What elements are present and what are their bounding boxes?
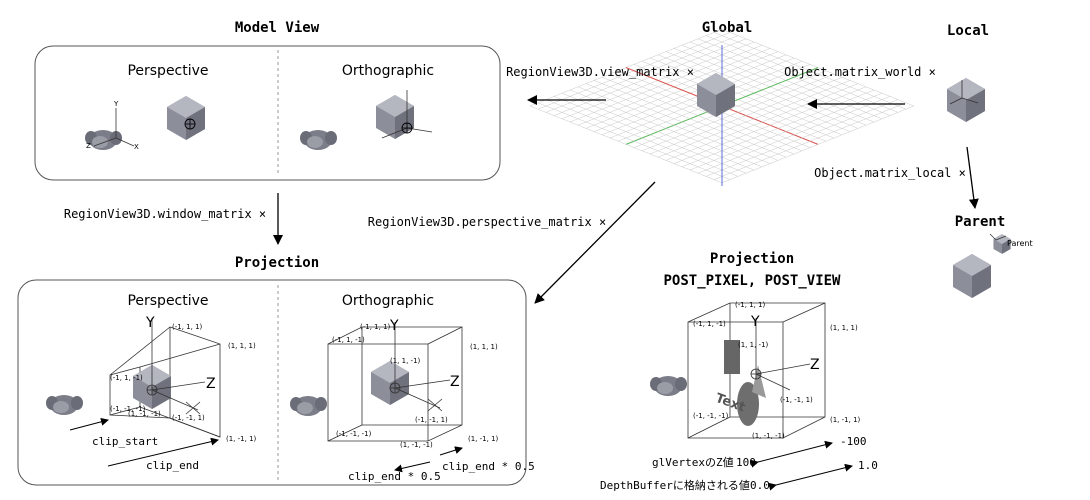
model-view-box	[34, 45, 501, 181]
depth-buffer-arrow	[768, 463, 853, 491]
axis-z-label: Z	[810, 357, 820, 373]
local-scene	[947, 78, 985, 122]
matrix-local-arrow	[966, 146, 979, 209]
clip-end-half-right-label: clip_end * 0.5	[442, 460, 535, 473]
coord-label: (-1, -1, -1)	[110, 405, 146, 413]
depth-buffer-left-value: 0.0	[750, 479, 770, 492]
clip-end-half-right-arrow	[439, 446, 463, 456]
monkey-model	[46, 395, 83, 415]
gl-vertex-z-right-value: -100	[840, 435, 867, 448]
axis-x-label: X	[134, 143, 139, 151]
clip-end-half-left-label: clip_end * 0.5	[348, 470, 441, 483]
post-projection-title-line1: Projection	[710, 251, 794, 267]
model-view-orthographic-label: Orthographic	[342, 63, 434, 79]
parent-title: Parent	[955, 214, 1006, 230]
axis-y-label: Y	[113, 100, 119, 108]
clip-end-half-left-arrow	[394, 461, 431, 473]
cube-model	[371, 361, 409, 405]
squashed-cube	[724, 340, 740, 374]
monkey-model	[650, 376, 687, 396]
grid-line	[529, 105, 723, 184]
coord-label: (-1, 1, 1)	[735, 301, 766, 309]
parent-cube	[953, 254, 991, 298]
coord-label: (1, 1, 1)	[228, 342, 256, 350]
global-grid	[529, 28, 915, 186]
perspective-axes	[146, 318, 206, 415]
depth-buffer-label: DepthBufferに格納される値	[600, 478, 750, 492]
model-view-title: Model View	[235, 20, 320, 36]
projection-orthographic-label: Orthographic	[342, 293, 434, 309]
coord-label: (1, 1, -1)	[390, 357, 421, 365]
grid-line	[697, 96, 891, 174]
view-matrix-label: RegionView3D.view_matrix ×	[506, 65, 694, 79]
coord-label: (1, -1, -1)	[128, 410, 161, 418]
post-axes	[750, 318, 811, 391]
clip-start-label: clip_start	[92, 435, 158, 448]
coord-label: (1, -1, -1)	[400, 441, 433, 449]
grid-line	[553, 96, 747, 174]
squashed-disc	[737, 382, 759, 426]
matrix-local-label: Object.matrix_local ×	[814, 166, 966, 180]
grid-line	[705, 99, 899, 177]
model-view-perspective-scene: Y X Z	[85, 96, 205, 151]
window-matrix-label: RegionView3D.window_matrix ×	[64, 207, 266, 221]
projection-perspective-label: Perspective	[127, 293, 208, 309]
coord-label: (-1, -1, 1)	[415, 416, 448, 424]
grid-line	[721, 105, 915, 184]
coord-label: (-1, -1, 1)	[780, 396, 813, 404]
gl-vertex-z-label: glVertexのZ値	[652, 456, 734, 469]
perspective-matrix-label: RegionView3D.perspective_matrix ×	[368, 215, 606, 229]
coord-label: (-1, 1, -1)	[693, 320, 726, 328]
orthographic-axes	[389, 322, 451, 412]
grid-line	[537, 102, 731, 180]
grid-line	[713, 102, 907, 180]
coord-label: (-1, 1, -1)	[110, 374, 143, 382]
gl-vertex-z-arrow	[750, 440, 833, 468]
monkey-model	[300, 130, 337, 150]
coord-label: (-1, -1, 1)	[172, 414, 205, 422]
clip-end-label: clip_end	[146, 459, 199, 472]
coord-label: (-1, 1, 1)	[360, 323, 391, 331]
coord-label: (-1, 1, -1)	[332, 336, 365, 344]
axis-z-label: Z	[86, 142, 91, 150]
model-view-orthographic-scene	[300, 90, 433, 150]
gl-vertex-z-left-value: 100	[736, 456, 756, 469]
coord-label: (1, 1, -1)	[738, 341, 769, 349]
axis-y-label: Y	[750, 314, 760, 330]
perspective-matrix-arrow	[534, 181, 656, 304]
local-title: Local	[947, 23, 989, 39]
coord-label: (1, 1, 1)	[470, 343, 498, 351]
coord-label: (1, 1, 1)	[830, 324, 858, 332]
axis-y-label: Y	[389, 318, 399, 334]
global-cube	[697, 73, 735, 117]
parent-scene: Parent	[953, 233, 1033, 298]
matrix-world-label: Object.matrix_world ×	[784, 65, 936, 79]
axis-y-label: Y	[145, 315, 155, 331]
axis-z-label: Z	[206, 376, 216, 392]
post-projection-title-line2: POST_PIXEL, POST_VIEW	[663, 273, 841, 289]
orthographic-clip-box	[327, 326, 463, 442]
coord-label: (-1, -1, -1)	[336, 430, 372, 438]
depth-buffer-right-value: 1.0	[858, 459, 878, 472]
model-view-perspective-label: Perspective	[127, 63, 208, 79]
coord-label: (-1, -1, -1)	[693, 412, 729, 420]
local-cube	[947, 78, 985, 122]
projection-box	[17, 279, 527, 486]
monkey-model	[290, 396, 327, 416]
coord-label: (1, -1, 1)	[468, 435, 499, 443]
cube-model	[167, 96, 205, 140]
clip-start-arrow	[69, 417, 109, 431]
squashed-cone	[752, 365, 766, 398]
projection-title: Projection	[235, 255, 319, 271]
coord-label: (1, -1, -1)	[752, 432, 785, 440]
coord-label: (1, -1, 1)	[830, 416, 861, 424]
coord-label: (1, -1, 1)	[226, 435, 257, 443]
parent-small-label: Parent	[1007, 239, 1033, 248]
axis-z-label: Z	[450, 374, 460, 390]
grid-line	[545, 99, 739, 177]
coord-label: (-1, 1, 1)	[172, 323, 203, 331]
clip-end-arrow	[107, 437, 219, 467]
